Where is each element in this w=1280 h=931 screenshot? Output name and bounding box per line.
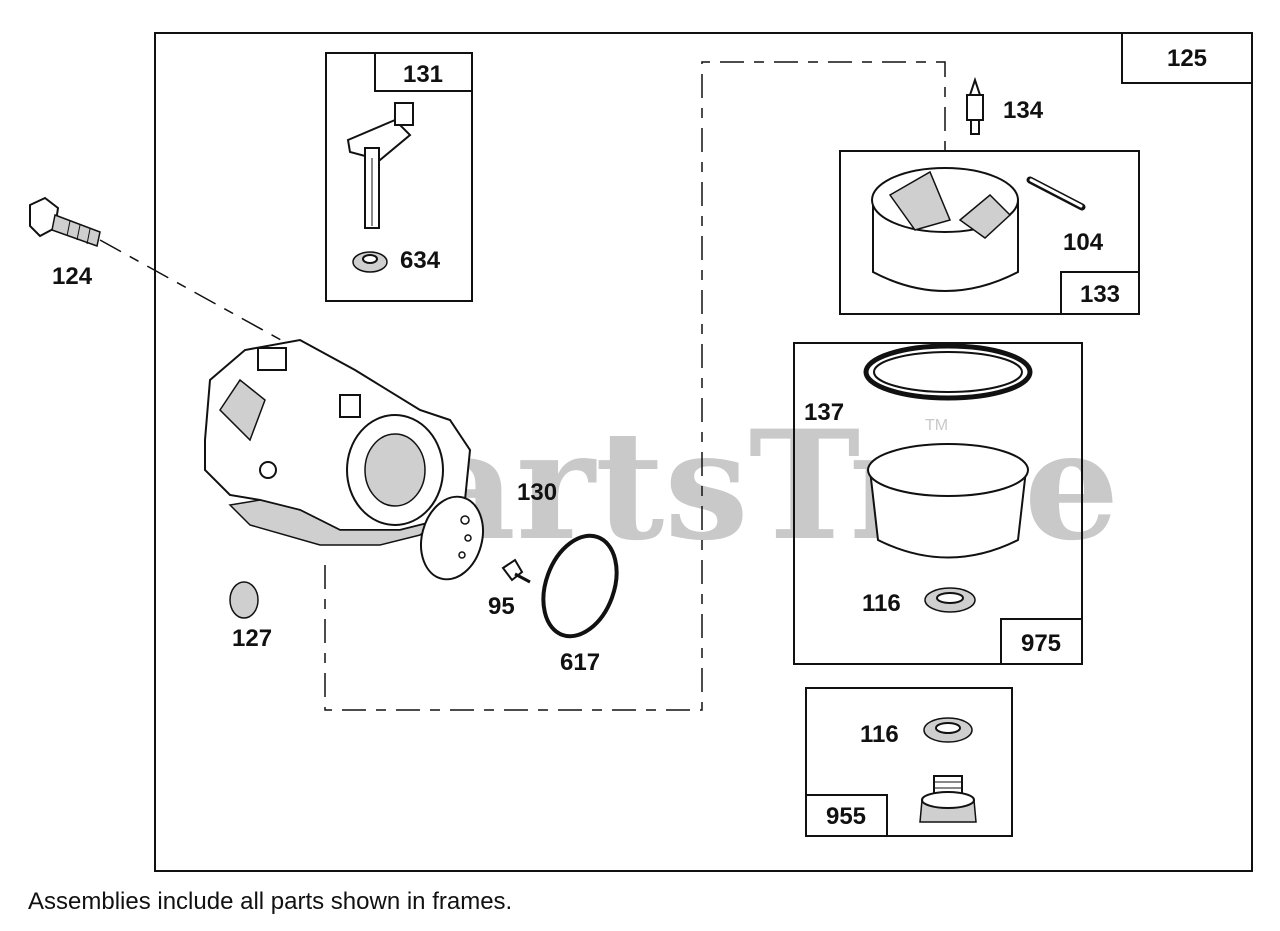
float-133 — [871, 167, 1019, 292]
frame-131-label: 131 — [403, 61, 443, 88]
part-label-137: 137 — [804, 399, 844, 426]
assembly-label: 125 — [1167, 45, 1207, 72]
plate-130 — [420, 495, 484, 581]
part-label-124: 124 — [52, 263, 93, 290]
assembly-frame — [154, 32, 1253, 872]
frame-133-label: 133 — [1080, 281, 1120, 308]
frame-955-label-box — [805, 794, 888, 837]
gasket-617 — [541, 533, 619, 639]
assembly-label-box — [1121, 32, 1253, 84]
watermark-tm: TM — [925, 417, 948, 434]
float-part — [346, 102, 414, 229]
part-label-134: 134 — [1003, 97, 1044, 124]
seat-634-hole — [362, 254, 378, 264]
frame-975-label: 975 — [1021, 630, 1061, 657]
part-label-634: 634 — [400, 247, 441, 274]
carburetor-body — [204, 338, 472, 546]
bowl-975 — [863, 343, 1033, 559]
leader-line-124 — [99, 239, 291, 346]
frame-975 — [793, 342, 1083, 665]
plug-127 — [229, 581, 259, 619]
part-label-127: 127 — [232, 625, 272, 652]
bolt-955 — [919, 775, 977, 823]
washer-116-b-hole — [935, 722, 961, 734]
frame-955-label: 955 — [826, 803, 866, 830]
frame-131-label-box — [374, 52, 473, 92]
frame-955 — [805, 687, 1013, 837]
screw-95 — [501, 558, 531, 584]
part-label-130: 130 — [517, 479, 557, 506]
footnote: Assemblies include all parts shown in fr… — [28, 888, 513, 915]
part-label-116-b: 116 — [860, 721, 899, 748]
leader-line-main — [324, 61, 946, 711]
part-label-116-a: 116 — [862, 590, 901, 617]
washer-116-a-hole — [936, 592, 964, 604]
frame-975-label-box — [1000, 618, 1083, 665]
pin-104-inner — [1029, 178, 1083, 208]
frame-133-label-box — [1060, 271, 1140, 315]
part-label-95: 95 — [488, 593, 515, 620]
part-label-104: 104 — [1063, 229, 1104, 256]
part-label-617: 617 — [560, 649, 600, 676]
bolt-124 — [29, 196, 101, 247]
needle-134 — [966, 76, 984, 135]
frame-133 — [839, 150, 1140, 315]
